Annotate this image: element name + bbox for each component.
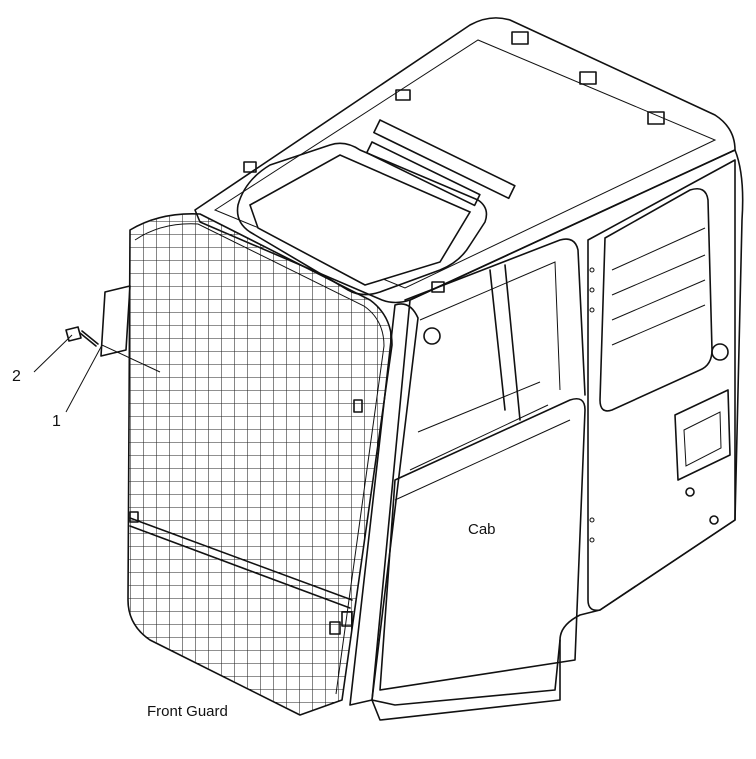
plate-icon [100, 285, 131, 357]
cab-body [194, 17, 744, 721]
part-2-label: 2 [12, 368, 21, 385]
leader-line-2 [33, 334, 73, 373]
front-guard-label: Front Guard [147, 703, 228, 720]
part-1-label: 1 [52, 413, 61, 430]
front-guard [127, 213, 393, 716]
bolt-icon [65, 326, 99, 347]
leader-line-1 [65, 344, 161, 413]
cab-label: Cab [468, 521, 496, 538]
